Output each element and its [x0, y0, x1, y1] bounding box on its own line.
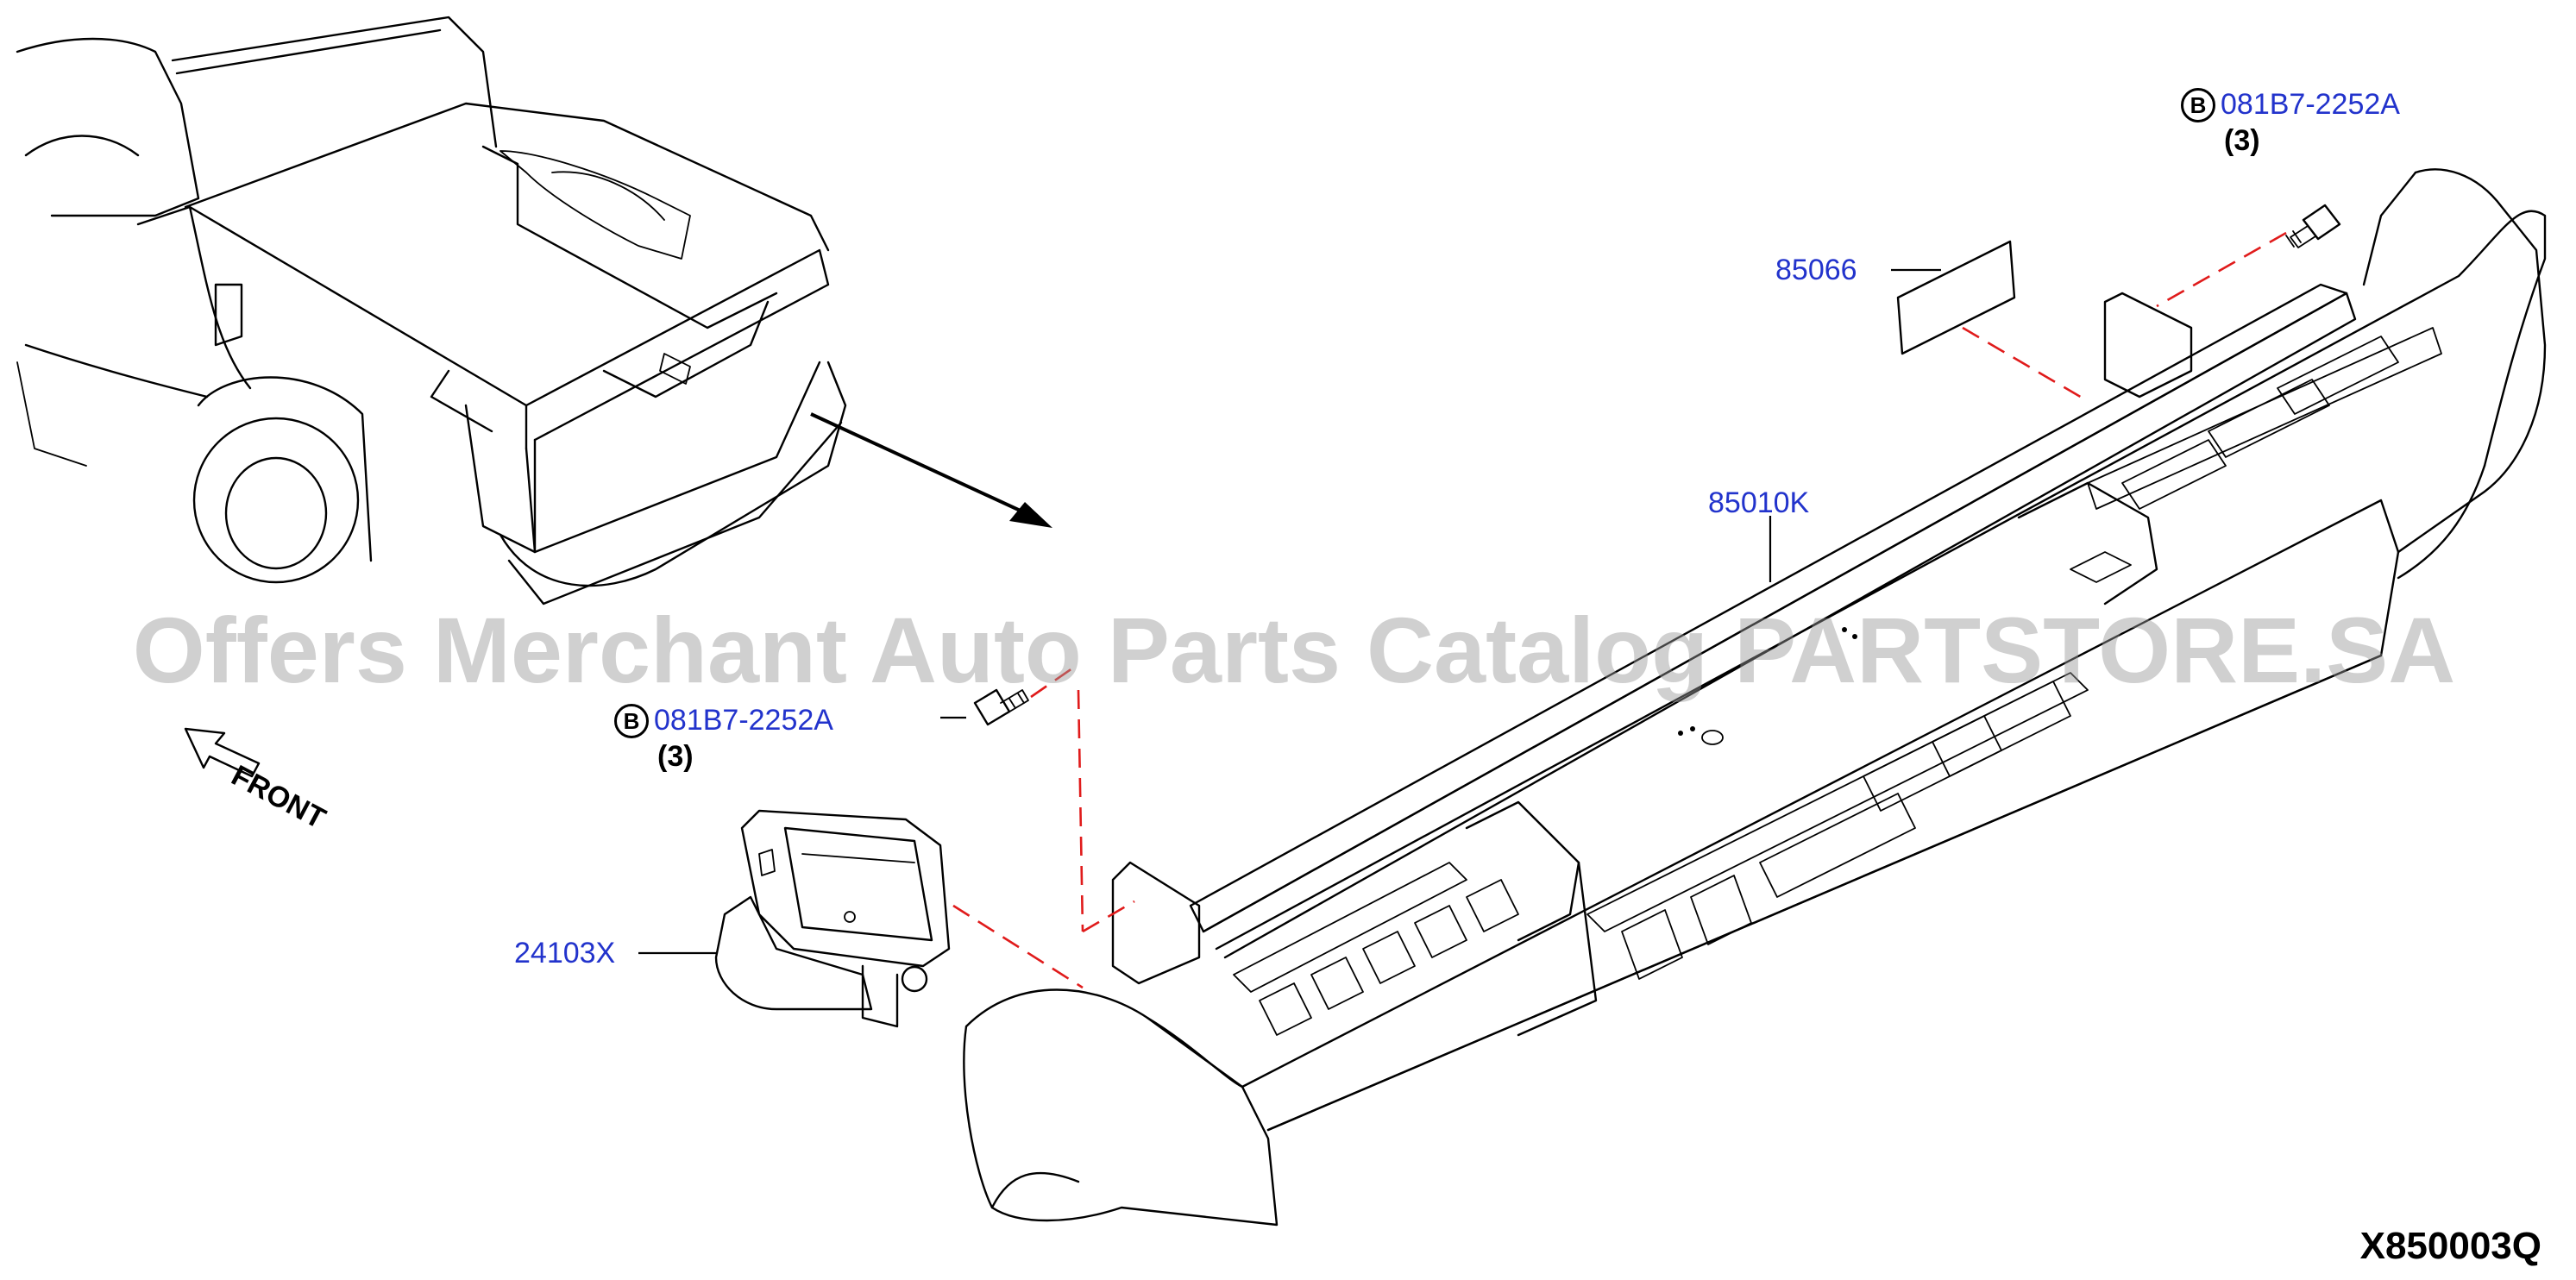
leader-lines	[638, 268, 1941, 955]
reference-dash-lines	[952, 231, 2287, 989]
detail-arrow	[810, 412, 1052, 528]
badge-b-upper: B	[2181, 88, 2215, 122]
quantity-lower-bolt: (3)	[657, 740, 694, 773]
label-85066	[1896, 240, 2016, 355]
part-number-85066[interactable]: 85066	[1775, 254, 1857, 286]
truck-illustration	[16, 16, 847, 605]
sensor-24103x	[714, 809, 951, 1028]
bolt-lower-icon	[973, 688, 1029, 726]
rear-bumper-85010k	[963, 168, 2547, 1227]
front-arrow-icon	[184, 727, 261, 778]
badge-b-lower: B	[614, 704, 649, 738]
quantity-upper-bolt: (3)	[2224, 124, 2260, 157]
part-number-081b7-2252a-upper[interactable]: 081B7-2252A	[2221, 88, 2400, 121]
diagram-code: X850003Q	[2359, 1225, 2541, 1267]
bolt-upper-icon	[2285, 204, 2341, 248]
part-number-85010k[interactable]: 85010K	[1708, 486, 1810, 519]
part-number-081b7-2252a-lower[interactable]: 081B7-2252A	[654, 704, 833, 737]
part-number-24103x[interactable]: 24103X	[514, 937, 616, 969]
watermark: Offers Merchant Auto Parts Catalog PARTS…	[132, 598, 2456, 702]
